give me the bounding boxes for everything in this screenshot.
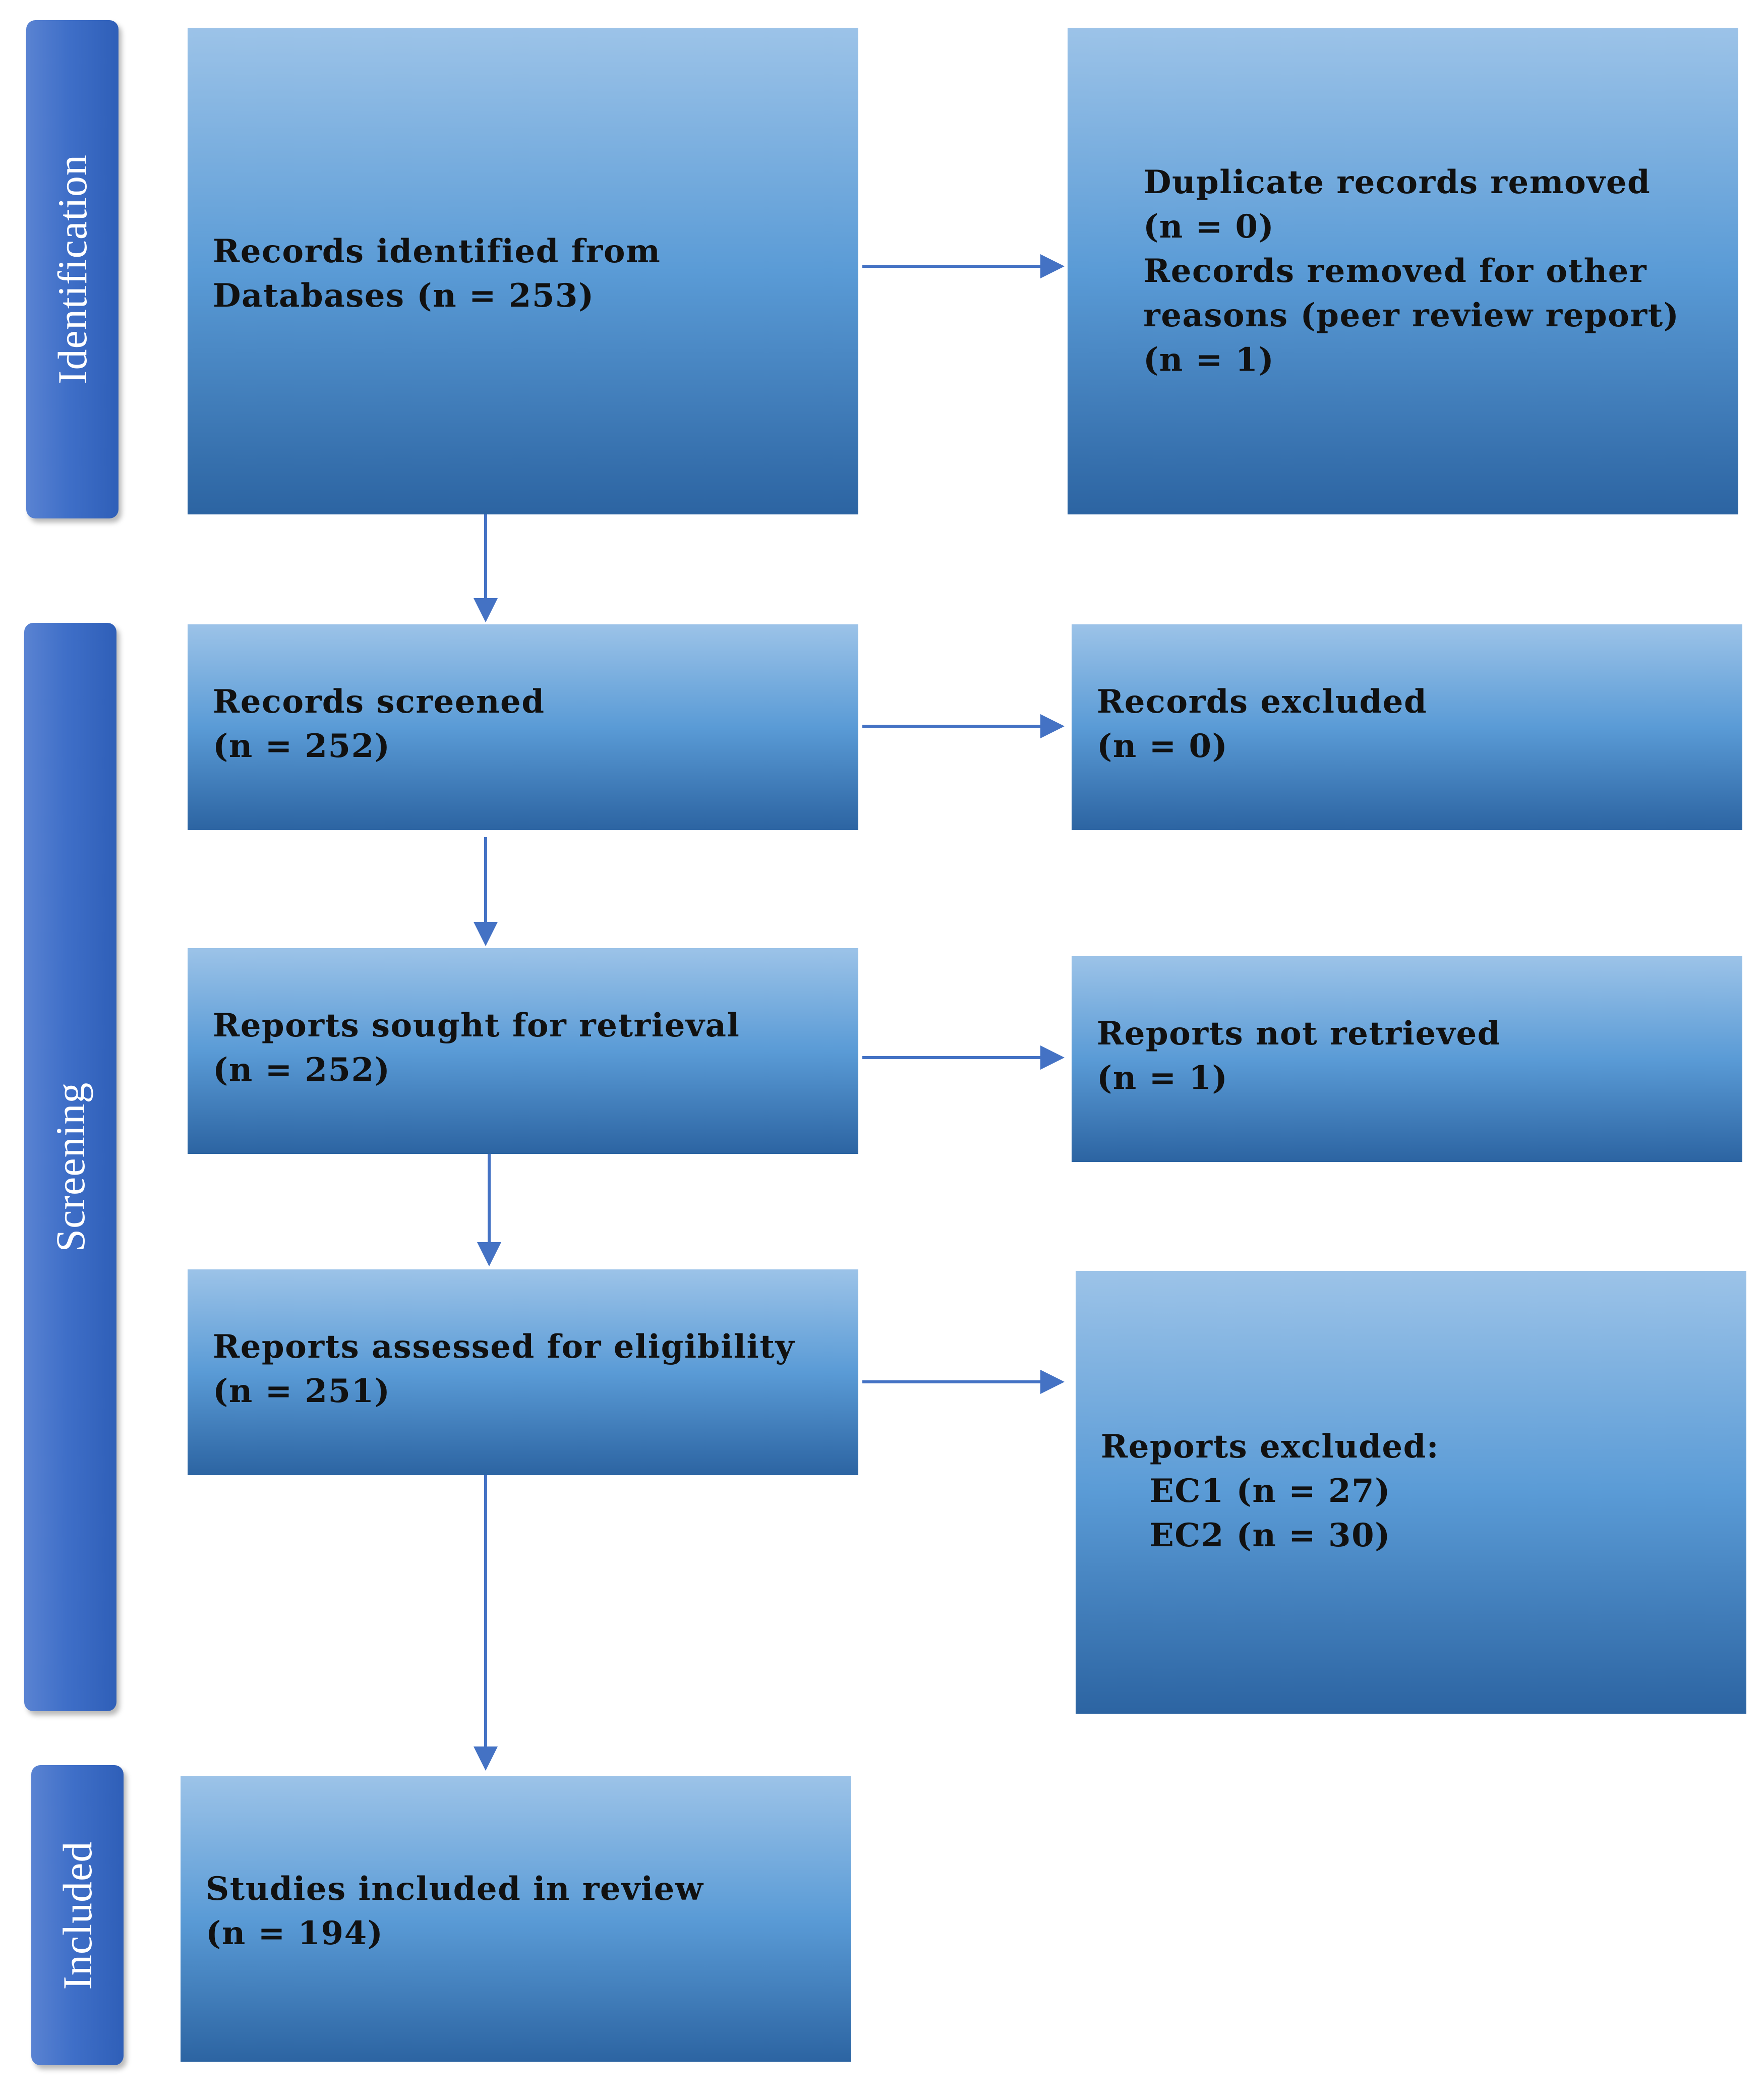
records-excluded-line1: Records excluded [1097,683,1428,721]
reports-excluded-box: Reports excluded: EC1 (n = 27) EC2 (n = … [1076,1271,1746,1714]
phase-included: Included [31,1765,124,2065]
phase-screening: Screening [24,623,116,1711]
reports-assessed-line1: Reports assessed for eligibility [213,1328,795,1366]
reports-assessed-box: Reports assessed for eligibility (n = 25… [188,1269,858,1475]
reports-not-retrieved-line2: (n = 1) [1097,1059,1228,1097]
records-screened-line2: (n = 252) [213,727,391,765]
removed-line1: Duplicate records removed [1143,163,1651,201]
removed-line2: (n = 0) [1143,208,1275,246]
reports-sought-line1: Reports sought for retrieval [213,1007,740,1044]
reports-excluded-ec1: EC1 (n = 27) [1149,1472,1391,1510]
records-identified-line1: Records identified from [213,232,661,270]
records-identified-line2: Databases (n = 253) [213,277,595,315]
phase-identification: Identification [26,20,119,518]
removed-line3: Records removed for other [1143,252,1648,290]
phase-screening-label: Screening [47,1082,93,1252]
reports-assessed-line2: (n = 251) [213,1372,391,1410]
studies-included-line2: (n = 194) [206,1914,384,1952]
removed-line4: reasons (peer review report) [1143,297,1680,334]
records-screened-box: Records screened (n = 252) [188,624,858,830]
removed-line5: (n = 1) [1143,341,1275,379]
reports-not-retrieved-line1: Reports not retrieved [1097,1015,1501,1053]
phase-identification-label: Identification [49,154,95,384]
records-screened-line1: Records screened [213,683,545,721]
records-excluded-line2: (n = 0) [1097,727,1228,765]
removed-before-screening-box: Duplicate records removed (n = 0) Record… [1068,28,1738,514]
studies-included-line1: Studies included in review [206,1870,704,1908]
reports-not-retrieved-box: Reports not retrieved (n = 1) [1072,956,1742,1162]
reports-excluded-line1: Reports excluded: [1101,1428,1439,1466]
reports-sought-line2: (n = 252) [213,1051,391,1089]
reports-sought-box: Reports sought for retrieval (n = 252) [188,948,858,1154]
studies-included-box: Studies included in review (n = 194) [181,1776,851,2062]
phase-included-label: Included [54,1841,100,1990]
records-excluded-box: Records excluded (n = 0) [1072,624,1742,830]
records-identified-box: Records identified from Databases (n = 2… [188,28,858,514]
reports-excluded-ec2: EC2 (n = 30) [1149,1517,1391,1554]
